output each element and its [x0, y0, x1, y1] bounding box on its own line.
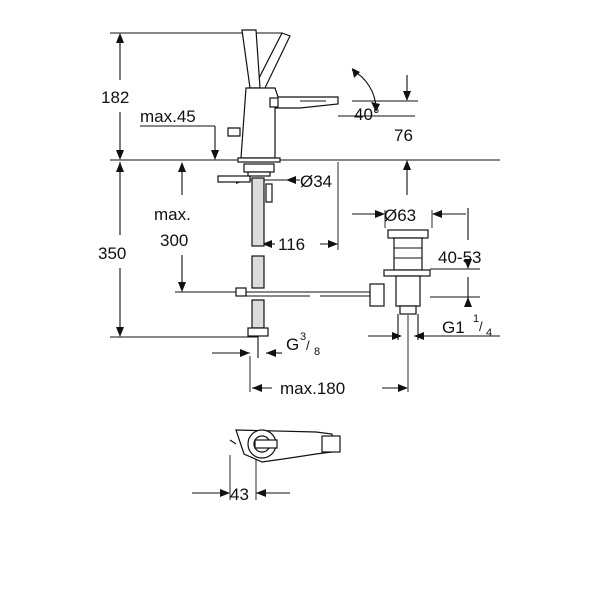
- popup-rod: [235, 287, 372, 297]
- dimension-arrows: [116, 33, 500, 500]
- dim-300: 300: [160, 231, 188, 250]
- dim-dia63: Ø63: [384, 206, 416, 225]
- svg-text:/: /: [306, 338, 310, 353]
- svg-text:G: G: [286, 335, 299, 354]
- dim-g1-quarter: G1 1 / 4: [442, 313, 492, 339]
- reference-lines: [110, 32, 500, 392]
- dim-max-label: max.: [154, 205, 191, 224]
- mounting-shank: [217, 163, 275, 358]
- plan-view: [229, 429, 341, 463]
- dim-182: 182: [101, 88, 129, 107]
- dim-43: 43: [230, 485, 249, 504]
- svg-text:4: 4: [486, 327, 492, 339]
- dim-g-three-eighths: G 3 / 8: [286, 331, 320, 358]
- dim-dia34: Ø34: [300, 172, 332, 191]
- svg-text:3: 3: [300, 331, 306, 343]
- dim-max45: max.45: [140, 107, 196, 126]
- dim-max180: max.180: [280, 379, 345, 398]
- svg-text:/: /: [479, 319, 483, 334]
- dim-76: 76: [394, 126, 413, 145]
- svg-text:8: 8: [314, 346, 320, 358]
- faucet-body: [227, 29, 339, 163]
- svg-text:1: 1: [473, 313, 479, 325]
- dim-angle-40: 40°: [354, 105, 380, 124]
- dim-116: 116: [278, 235, 305, 254]
- drain-assembly: [369, 229, 431, 340]
- dim-350: 350: [98, 244, 126, 263]
- svg-text:G1: G1: [442, 318, 465, 337]
- dim-40-53: 40-53: [438, 248, 481, 267]
- dimension-labels: 182 max.45 40° 76 Ø34 max. 300 350 116 Ø…: [98, 88, 492, 504]
